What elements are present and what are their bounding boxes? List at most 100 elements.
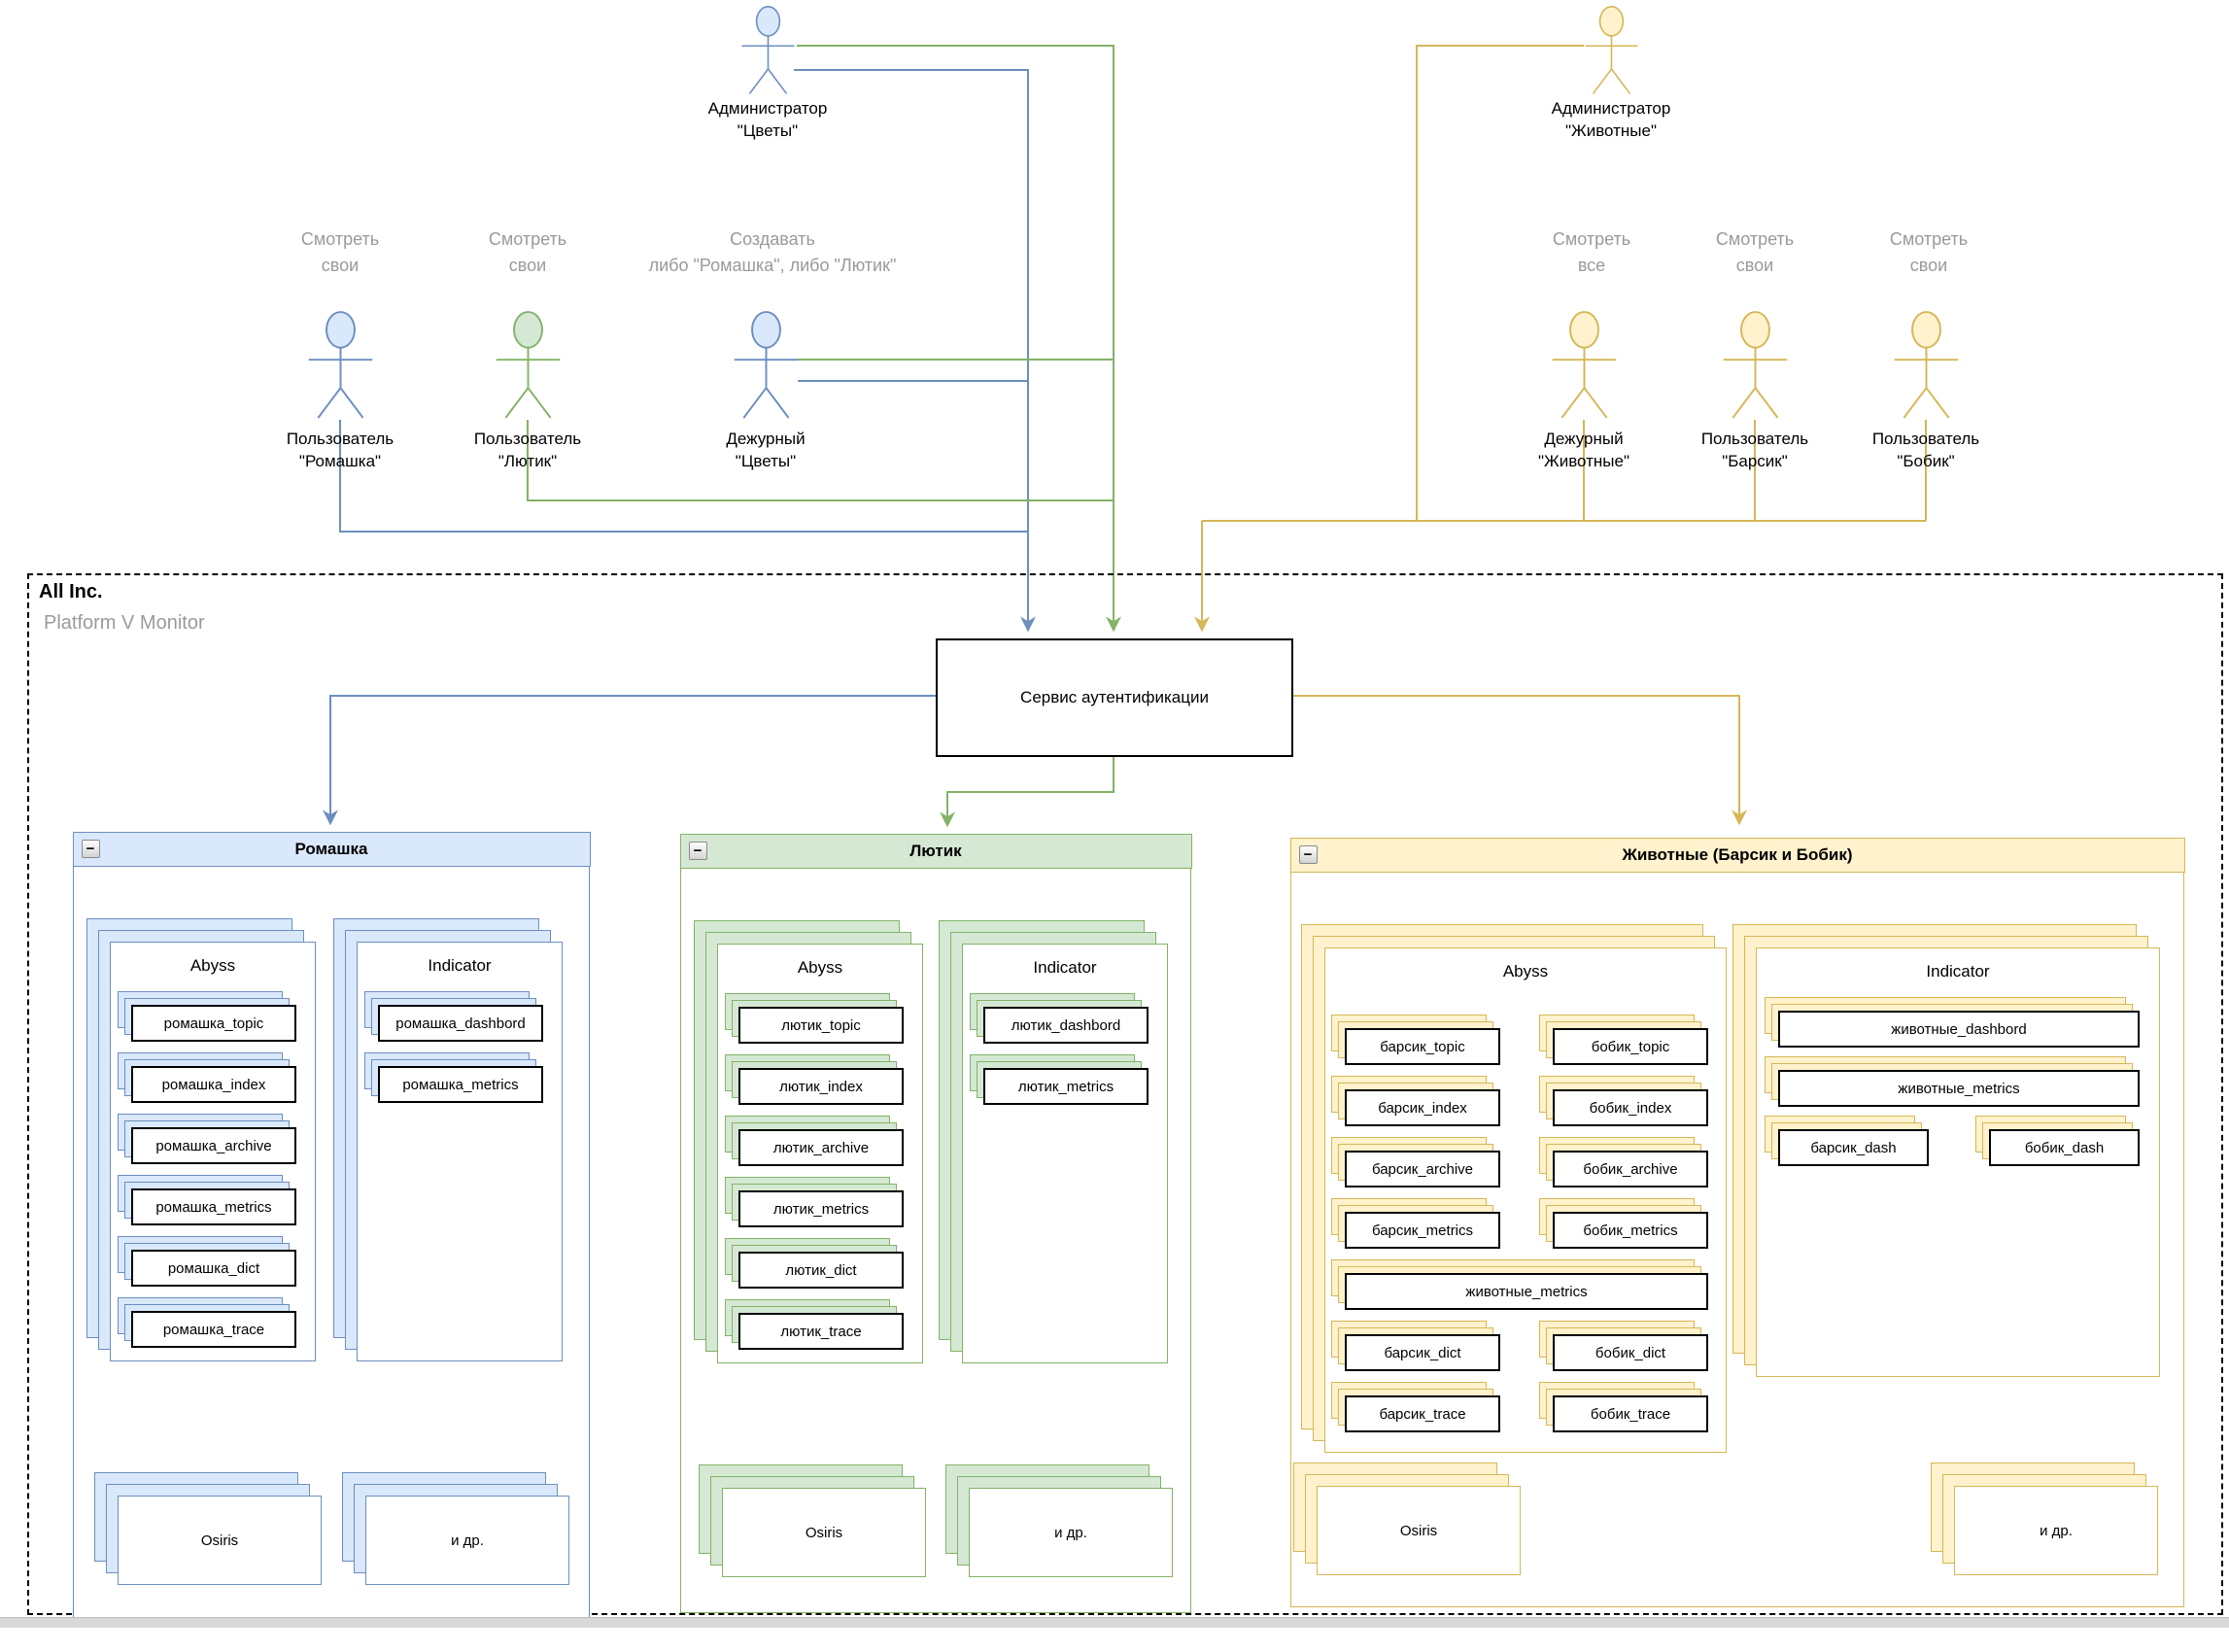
item-stack: барсик_dict (1331, 1321, 1500, 1371)
stack-front: бобик_metrics (1553, 1212, 1708, 1249)
actor-user-lyutik (489, 311, 567, 420)
footer-label: и др. (1054, 1524, 1087, 1541)
collapse-button[interactable]: − (1298, 844, 1318, 864)
item-label: бобик_topic (1591, 1038, 1670, 1055)
note-line: либо "Ромашка", либо "Лютик" (648, 256, 897, 275)
note-line: все (1577, 256, 1606, 275)
item-stack: ромашка_topic (118, 991, 296, 1042)
item-stack: ромашка_metrics (118, 1175, 296, 1225)
item-label: лютик_topic (781, 1016, 861, 1034)
item-label: барсик_index (1378, 1099, 1467, 1117)
stack-front: барсик_topic (1345, 1028, 1500, 1065)
collapse-button[interactable]: − (688, 841, 707, 860)
stack-front: лютик_index (738, 1068, 904, 1105)
stack-front: лютик_dashbord (983, 1007, 1149, 1044)
actor-label-user-bobik: Пользователь"Бобик" (1872, 428, 1979, 472)
item-stack: барсик_dash (1765, 1116, 1929, 1166)
stack-front: бобик_archive (1553, 1151, 1708, 1187)
item-stack: ромашка_index (118, 1052, 296, 1103)
stack-front: лютик_archive (738, 1129, 904, 1166)
item-label: животные_metrics (1898, 1080, 2020, 1097)
container-title: Ромашка (294, 839, 368, 858)
item-label: животные_metrics (1465, 1283, 1588, 1300)
actor-user-bobik (1887, 311, 1966, 420)
stack-front: животные_metrics (1345, 1273, 1708, 1310)
permission-note-n3: Создавать либо "Ромашка", либо "Лютик" (549, 226, 996, 279)
note-line: свои (1909, 256, 1948, 275)
actor-label-dezhurny-cvety: Дежурный"Цветы" (726, 428, 805, 472)
footer-label: и др. (451, 1532, 484, 1549)
actor-label-admin-zhivotnye: Администратор"Животные" (1552, 97, 1671, 142)
container-header-zhivotnye: Животные (Барсик и Бобик) − (1289, 837, 2185, 873)
stack-front: Osiris (1317, 1486, 1521, 1575)
stack-front: и др. (365, 1496, 569, 1585)
note-line: Смотреть (300, 229, 380, 249)
item-label: лютик_archive (772, 1139, 870, 1156)
group-stack-abyss: Abyss лютик_topic лютик_index лютик_archive… (694, 920, 923, 1363)
item-stack: лютик_metrics (970, 1054, 1149, 1105)
stack-front: бобик_trace (1553, 1395, 1708, 1432)
item-label: бобик_index (1589, 1099, 1672, 1117)
stick-figure-icon (1723, 311, 1787, 419)
item-label: бобик_dash (2024, 1139, 2105, 1156)
item-stack: животные_metrics (1765, 1056, 2140, 1107)
item-stack: бобик_dash (1975, 1116, 2140, 1166)
footer-stack: и др. (945, 1464, 1173, 1577)
actor-user-romashka (301, 311, 380, 420)
item-label: ромашка_metrics (402, 1076, 519, 1093)
actor-label-line: Администратор (707, 99, 828, 118)
stack-front: барсик_dash (1778, 1129, 1929, 1166)
item-stack: барсик_index (1331, 1076, 1500, 1126)
group-title: Abyss (797, 958, 843, 977)
actor-label-line: "Цветы" (735, 452, 797, 470)
item-label: животные_dashbord (1891, 1020, 2027, 1038)
admin-cvety-green-link (797, 45, 1121, 633)
actor-label-admin-cvety: Администратор "Цветы" (708, 97, 828, 142)
stack-front: бобик_dict (1553, 1334, 1708, 1371)
note-line: Смотреть (488, 229, 567, 249)
note-line: Создавать (730, 229, 815, 249)
stick-figure-icon (1894, 311, 1958, 419)
item-stack: барсик_metrics (1331, 1198, 1500, 1249)
footer-stack: Osiris (94, 1472, 322, 1585)
footer-stack: Osiris (1293, 1463, 1521, 1575)
actor-label-line: Пользователь (286, 430, 394, 448)
collapse-button[interactable]: − (81, 839, 100, 858)
stack-front: Osiris (722, 1488, 926, 1577)
item-stack: ромашка_metrics (364, 1052, 543, 1103)
item-stack: бобик_dict (1539, 1321, 1708, 1371)
item-stack: лютик_index (725, 1054, 904, 1105)
item-stack: барсик_trace (1331, 1382, 1500, 1432)
item-stack: барсик_archive (1331, 1137, 1500, 1187)
container-title: Животные (Барсик и Бобик) (1622, 844, 1853, 864)
item-stack: лютик_dict (725, 1238, 904, 1289)
stack-front: барсик_trace (1345, 1395, 1500, 1432)
item-stack: лютик_archive (725, 1116, 904, 1166)
group-title: Indicator (428, 956, 492, 975)
stack-front: барсик_dict (1345, 1334, 1500, 1371)
actor-label-dezhurny-zhivotnye: Дежурный"Животные" (1538, 428, 1629, 472)
item-label: лютик_dict (785, 1261, 857, 1279)
actor-label-line: "Животные" (1564, 121, 1658, 140)
item-stack: ромашка_archive (118, 1114, 296, 1164)
stack-front: Indicator лютик_dashbord лютик_metrics (962, 944, 1168, 1363)
item-stack: ромашка_dict (118, 1236, 296, 1287)
stack-front: лютик_trace (738, 1313, 904, 1350)
footer-label: Osiris (1399, 1522, 1438, 1539)
stack-front: лютик_topic (738, 1007, 904, 1044)
container-header-romashka: Ромашка − (72, 831, 591, 867)
group-title: Indicator (1033, 958, 1097, 977)
note-line: Смотреть (1889, 229, 1969, 249)
actor-label-line: "Цветы" (737, 121, 799, 140)
item-label: ромашка_dict (167, 1259, 260, 1277)
footer-stack: и др. (342, 1472, 569, 1585)
note-line: Смотреть (1715, 229, 1795, 249)
item-stack: бобик_trace (1539, 1382, 1708, 1432)
actor-label-line: Пользователь (473, 430, 582, 448)
